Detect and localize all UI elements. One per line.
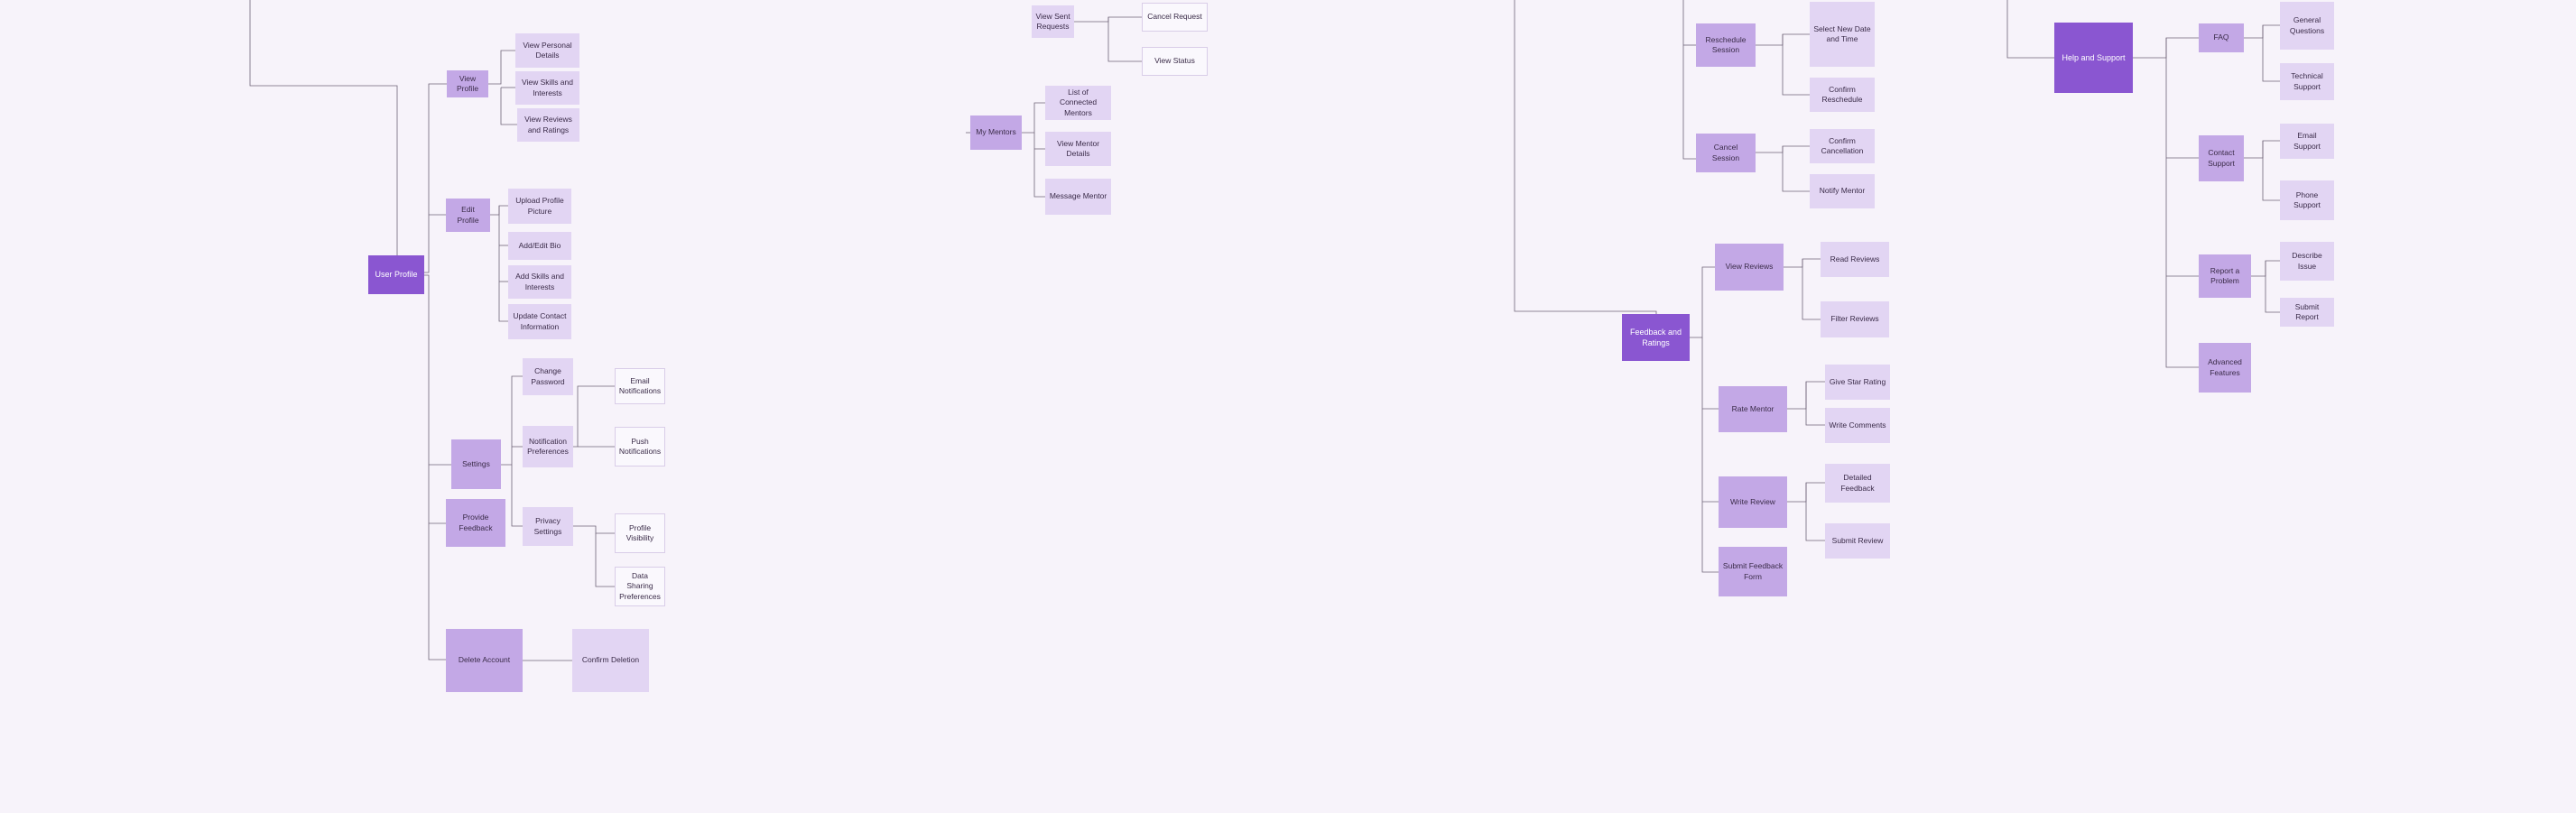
node-describe-issue[interactable]: Describe Issue: [2280, 242, 2334, 281]
connector-line: [249, 0, 398, 255]
connector-line: [2244, 24, 2280, 39]
connector-line: [1782, 34, 1810, 96]
connector-line: [1074, 16, 1142, 23]
node-technical-support[interactable]: Technical Support: [2280, 63, 2334, 100]
connector-line: [1022, 102, 1045, 134]
node-view-reviews-and-ratings[interactable]: View Reviews and Ratings: [517, 108, 579, 142]
node-data-sharing-preferences[interactable]: Data Sharing Preferences: [615, 567, 665, 606]
node-list-of-connected-mentors[interactable]: List of Connected Mentors: [1045, 86, 1111, 120]
node-contact-support[interactable]: Contact Support: [2199, 135, 2244, 181]
node-cancel-request[interactable]: Cancel Request: [1142, 3, 1208, 32]
node-confirm-deletion[interactable]: Confirm Deletion: [572, 629, 649, 692]
node-view-personal-details[interactable]: View Personal Details: [515, 33, 579, 68]
node-submit-report[interactable]: Submit Report: [2280, 298, 2334, 327]
connector-line: [1107, 17, 1142, 62]
connector-line: [511, 465, 523, 527]
connector-line: [490, 205, 508, 216]
node-add-skills-and-interests[interactable]: Add Skills and Interests: [508, 265, 571, 299]
node-cancel-session[interactable]: Cancel Session: [1696, 134, 1756, 172]
node-update-contact-information[interactable]: Update Contact Information: [508, 304, 571, 339]
connector-line: [573, 525, 615, 534]
connector-line: [573, 385, 615, 448]
node-phone-support[interactable]: Phone Support: [2280, 180, 2334, 220]
connector-line: [1756, 145, 1810, 153]
node-view-mentor-details[interactable]: View Mentor Details: [1045, 132, 1111, 166]
connector-line: [2265, 261, 2280, 313]
node-email-notifications[interactable]: Email Notifications: [615, 368, 665, 404]
connector-line: [1805, 382, 1825, 426]
node-view-skills-and-interests[interactable]: View Skills and Interests: [515, 71, 579, 105]
node-faq[interactable]: FAQ: [2199, 23, 2244, 52]
connector-line: [498, 206, 508, 322]
connector-line: [1690, 266, 1715, 338]
connector-line: [1787, 482, 1825, 503]
node-rate-mentor[interactable]: Rate Mentor: [1719, 386, 1787, 432]
connector-line: [424, 83, 447, 273]
node-view-profile[interactable]: View Profile: [447, 70, 488, 97]
connector-line: [1682, 0, 1696, 160]
connector-line: [1802, 259, 1821, 320]
node-general-questions[interactable]: General Questions: [2280, 2, 2334, 50]
connector-line: [1756, 33, 1810, 46]
connector-line: [2262, 25, 2280, 82]
node-upload-profile-picture[interactable]: Upload Profile Picture: [508, 189, 571, 224]
node-write-review[interactable]: Write Review: [1719, 476, 1787, 528]
connector-line: [2006, 0, 2054, 59]
node-write-comments[interactable]: Write Comments: [1825, 408, 1890, 443]
node-give-star-rating[interactable]: Give Star Rating: [1825, 365, 1890, 400]
node-my-mentors[interactable]: My Mentors: [970, 115, 1022, 150]
node-profile-visibility[interactable]: Profile Visibility: [615, 513, 665, 553]
node-confirm-reschedule[interactable]: Confirm Reschedule: [1810, 78, 1875, 112]
connector-line: [1784, 258, 1821, 268]
connector-line: [2165, 38, 2199, 368]
connector-line: [424, 274, 446, 661]
node-submit-feedback-form[interactable]: Submit Feedback Form: [1719, 547, 1787, 596]
node-help-and-support[interactable]: Help and Support: [2054, 23, 2133, 93]
node-detailed-feedback[interactable]: Detailed Feedback: [1825, 464, 1890, 503]
node-read-reviews[interactable]: Read Reviews: [1821, 242, 1889, 277]
node-email-support[interactable]: Email Support: [2280, 124, 2334, 159]
connector-line: [2251, 260, 2280, 277]
node-select-new-date-and-time[interactable]: Select New Date and Time: [1810, 2, 1875, 67]
node-report-a-problem[interactable]: Report a Problem: [2199, 254, 2251, 298]
node-reschedule-session[interactable]: Reschedule Session: [1696, 23, 1756, 67]
connector-line: [2244, 140, 2280, 159]
node-provide-feedback[interactable]: Provide Feedback: [446, 499, 505, 547]
connector-line: [2133, 37, 2199, 59]
node-view-status[interactable]: View Status: [1142, 47, 1208, 76]
node-add-edit-bio[interactable]: Add/Edit Bio: [508, 232, 571, 260]
node-view-sent-requests[interactable]: View Sent Requests: [1032, 5, 1074, 38]
connector-line: [1701, 337, 1719, 573]
connector-line: [1782, 146, 1810, 192]
node-filter-reviews[interactable]: Filter Reviews: [1821, 301, 1889, 337]
connector-line: [1514, 0, 1657, 314]
node-message-mentor[interactable]: Message Mentor: [1045, 179, 1111, 215]
node-user-profile[interactable]: User Profile: [368, 255, 424, 294]
node-change-password[interactable]: Change Password: [523, 358, 573, 395]
connector-line: [1805, 483, 1825, 541]
connector-line: [501, 375, 523, 466]
node-settings[interactable]: Settings: [451, 439, 501, 489]
connector-line: [2262, 141, 2280, 201]
node-push-notifications[interactable]: Push Notifications: [615, 427, 665, 467]
node-confirm-cancellation[interactable]: Confirm Cancellation: [1810, 129, 1875, 163]
node-view-reviews[interactable]: View Reviews: [1715, 244, 1784, 291]
connector-line: [1033, 133, 1045, 198]
connector-line: [1787, 381, 1825, 410]
connector-line: [595, 533, 615, 587]
node-feedback-and-ratings[interactable]: Feedback and Ratings: [1622, 314, 1690, 361]
node-delete-account[interactable]: Delete Account: [446, 629, 523, 692]
node-privacy-settings[interactable]: Privacy Settings: [523, 507, 573, 546]
node-notify-mentor[interactable]: Notify Mentor: [1810, 174, 1875, 208]
node-notification-preferences[interactable]: Notification Preferences: [523, 426, 573, 467]
node-edit-profile[interactable]: Edit Profile: [446, 199, 490, 232]
node-advanced-features[interactable]: Advanced Features: [2199, 343, 2251, 393]
connector-line: [488, 50, 515, 85]
node-submit-review[interactable]: Submit Review: [1825, 523, 1890, 559]
